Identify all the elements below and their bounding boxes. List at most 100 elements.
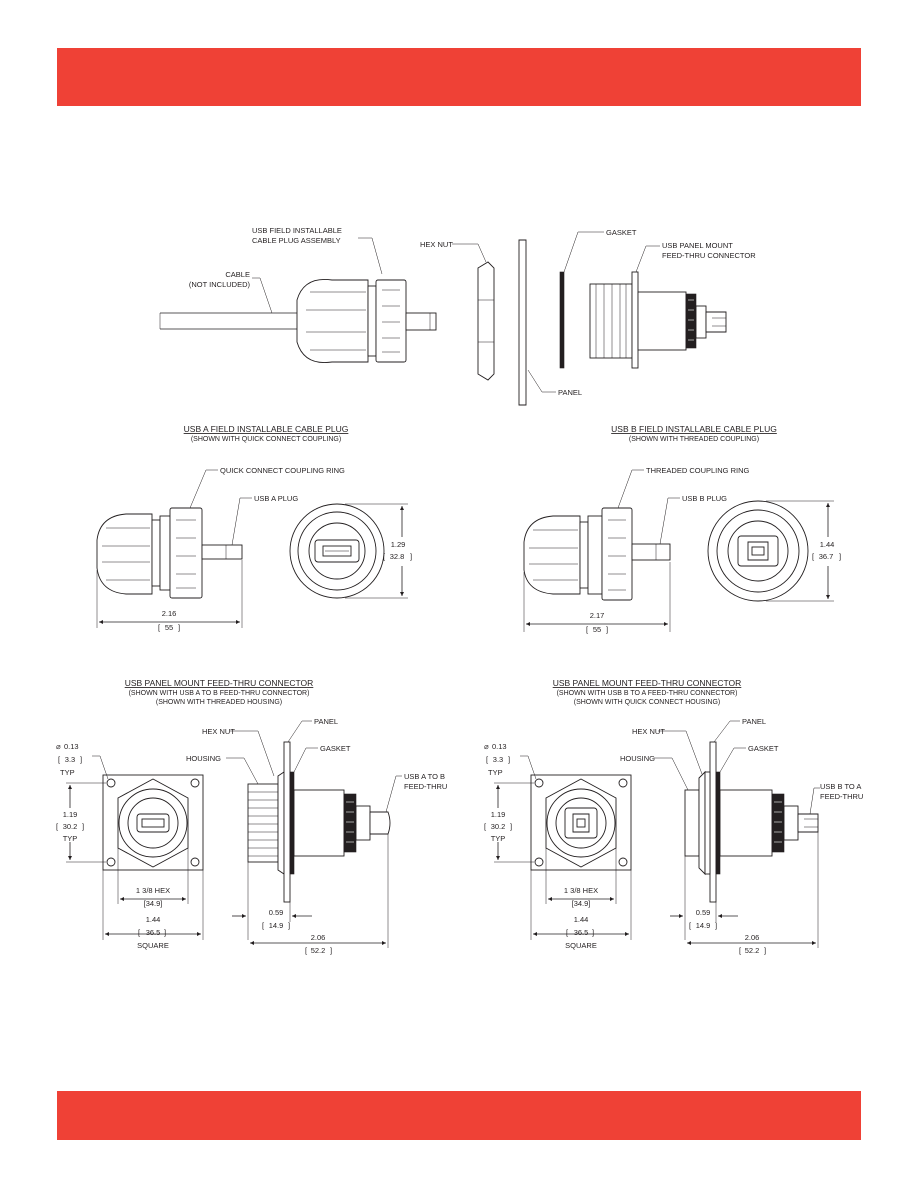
bracket-close: ] (508, 755, 510, 764)
label-panel-connector: USB PANEL MOUNT (662, 241, 733, 250)
plug-assembly-drawing (296, 278, 437, 364)
panel-a-housing-label: HOUSING (186, 754, 221, 763)
panel-a-hex-nut-label: HEX NUT (202, 727, 235, 736)
usb-b-length-mm: 55 (593, 625, 601, 634)
usb-a-plug-label: USB A PLUG (254, 494, 298, 503)
bracket-open: [ (262, 921, 265, 930)
usb-a-ring-label: QUICK CONNECT COUPLING RING (220, 466, 345, 475)
usb-b-height-mm: 36.7 (819, 552, 834, 561)
panel-a-hole-dia-mm: 3.3 (65, 755, 75, 764)
usb-a-length-in: 2.16 (162, 609, 177, 618)
panel-b-hole-dia-mm: 3.3 (493, 755, 503, 764)
bracket-open: [ (138, 928, 141, 937)
bracket-open: [ (58, 755, 61, 764)
panel-b-gasket-label: GASKET (748, 744, 779, 753)
usb-b-length-in: 2.17 (590, 611, 605, 620)
bracket-close: ] (164, 928, 166, 937)
diameter-symbol: ⌀ (56, 742, 61, 751)
panel-a-depth-mm: 14.9 (269, 921, 284, 930)
panel-b-subtitle: (SHOWN WITH USB B TO A FEED-THRU CONNECT… (557, 690, 738, 697)
usb-b-plug-title: USB B FIELD INSTALLABLE CABLE PLUG (611, 424, 777, 434)
usb-a-height-mm: 32.8 (390, 552, 405, 561)
panel-a-length-in: 2.06 (311, 933, 326, 942)
panel-b-hex-nut-label: HEX NUT (632, 727, 665, 736)
diameter-symbol: ⌀ (484, 742, 489, 751)
label-plug-assembly-2: CABLE PLUG ASSEMBLY (252, 236, 341, 245)
bracket-close: ] (80, 755, 82, 764)
gasket-drawing (559, 271, 565, 369)
bracket-close: ] (592, 928, 594, 937)
panel-a-hex-mm: [34.9] (144, 899, 163, 908)
panel-b-title: USB PANEL MOUNT FEED-THRU CONNECTOR (553, 678, 742, 688)
bracket-open: [ (486, 755, 489, 764)
bracket-close: ] (764, 946, 766, 955)
panel-a-hole-spacing-in: 1.19 (63, 810, 78, 819)
panel-drawing (518, 239, 527, 406)
panel-a-hole-dia-in: 0.13 (64, 742, 79, 751)
usb-a-plug-subtitle: (SHOWN WITH QUICK CONNECT COUPLING) (191, 436, 341, 443)
label-panel: PANEL (558, 388, 582, 397)
panel-b-view: USB PANEL MOUNT FEED-THRU CONNECTOR (SHO… (484, 678, 863, 955)
usb-b-plug-subtitle: (SHOWN WITH THREADED COUPLING) (629, 436, 759, 443)
panel-b-feedthru-label-2: FEED-THRU (820, 792, 863, 801)
usb-b-plug-label: USB B PLUG (682, 494, 727, 503)
bracket-open: [ (158, 623, 161, 632)
usb-a-plug-title: USB A FIELD INSTALLABLE CABLE PLUG (184, 424, 349, 434)
panel-b-hex-size: 1 3/8 HEX (564, 886, 598, 895)
bracket-close: ] (606, 625, 608, 634)
panel-a-title: USB PANEL MOUNT FEED-THRU CONNECTOR (125, 678, 314, 688)
panel-a-hole-spacing-typ: TYP (63, 834, 78, 843)
bracket-close: ] (839, 552, 841, 561)
panel-a-feedthru-label: USB A TO B (404, 772, 445, 781)
bracket-open: [ (566, 928, 569, 937)
bracket-close: ] (288, 921, 290, 930)
panel-a-depth-in: 0.59 (269, 908, 284, 917)
usb-a-plug-view: USB A FIELD INSTALLABLE CABLE PLUG (SHOW… (96, 424, 412, 632)
panel-a-gasket-label: GASKET (320, 744, 351, 753)
panel-a-square-label: SQUARE (137, 941, 169, 950)
bracket-close: ] (82, 822, 84, 831)
panel-a-view: USB PANEL MOUNT FEED-THRU CONNECTOR (SHO… (56, 678, 447, 955)
usb-b-plug-view: USB B FIELD INSTALLABLE CABLE PLUG (SHOW… (523, 424, 841, 634)
panel-b-depth-in: 0.59 (696, 908, 711, 917)
panel-a-hole-spacing-mm: 30.2 (63, 822, 78, 831)
panel-b-hole-spacing-mm: 30.2 (491, 822, 506, 831)
label-panel-connector-2: FEED-THRU CONNECTOR (662, 251, 756, 260)
panel-b-housing-label: HOUSING (620, 754, 655, 763)
panel-a-panel-label: PANEL (314, 717, 338, 726)
label-gasket: GASKET (606, 228, 637, 237)
hex-nut-drawing (477, 261, 495, 381)
bracket-close: ] (410, 552, 412, 561)
panel-b-depth-mm: 14.9 (696, 921, 711, 930)
bracket-open: [ (739, 946, 742, 955)
panel-a-subtitle-2: (SHOWN WITH THREADED HOUSING) (156, 699, 282, 706)
panel-b-subtitle-2: (SHOWN WITH QUICK CONNECT HOUSING) (574, 699, 720, 706)
bracket-open: [ (812, 552, 815, 561)
label-cable-2: (NOT INCLUDED) (189, 280, 251, 289)
usb-b-ring-label: THREADED COUPLING RING (646, 466, 750, 475)
panel-a-hex-size: 1 3/8 HEX (136, 886, 170, 895)
bracket-open: [ (586, 625, 589, 634)
exploded-view: USB FIELD INSTALLABLE CABLE PLUG ASSEMBL… (159, 226, 756, 406)
panel-connector-drawing (589, 271, 727, 369)
bracket-close: ] (715, 921, 717, 930)
bracket-open: [ (383, 552, 386, 561)
panel-a-length-mm: 52.2 (311, 946, 326, 955)
panel-b-hole-spacing-in: 1.19 (491, 810, 506, 819)
bracket-close: ] (330, 946, 332, 955)
panel-b-hole-dia-in: 0.13 (492, 742, 507, 751)
panel-a-feedthru-label-2: FEED-THRU (404, 782, 447, 791)
label-cable: CABLE (225, 270, 250, 279)
panel-b-hole-typ: TYP (488, 768, 503, 777)
footer-band (57, 1091, 861, 1140)
bracket-open: [ (56, 822, 59, 831)
panel-b-hex-mm: [34.9] (572, 899, 591, 908)
panel-a-hole-typ: TYP (60, 768, 75, 777)
bracket-open: [ (484, 822, 487, 831)
header-band (57, 48, 861, 106)
bracket-close: ] (178, 623, 180, 632)
bracket-open: [ (689, 921, 692, 930)
bracket-open: [ (305, 946, 308, 955)
label-hex-nut: HEX NUT (420, 240, 453, 249)
